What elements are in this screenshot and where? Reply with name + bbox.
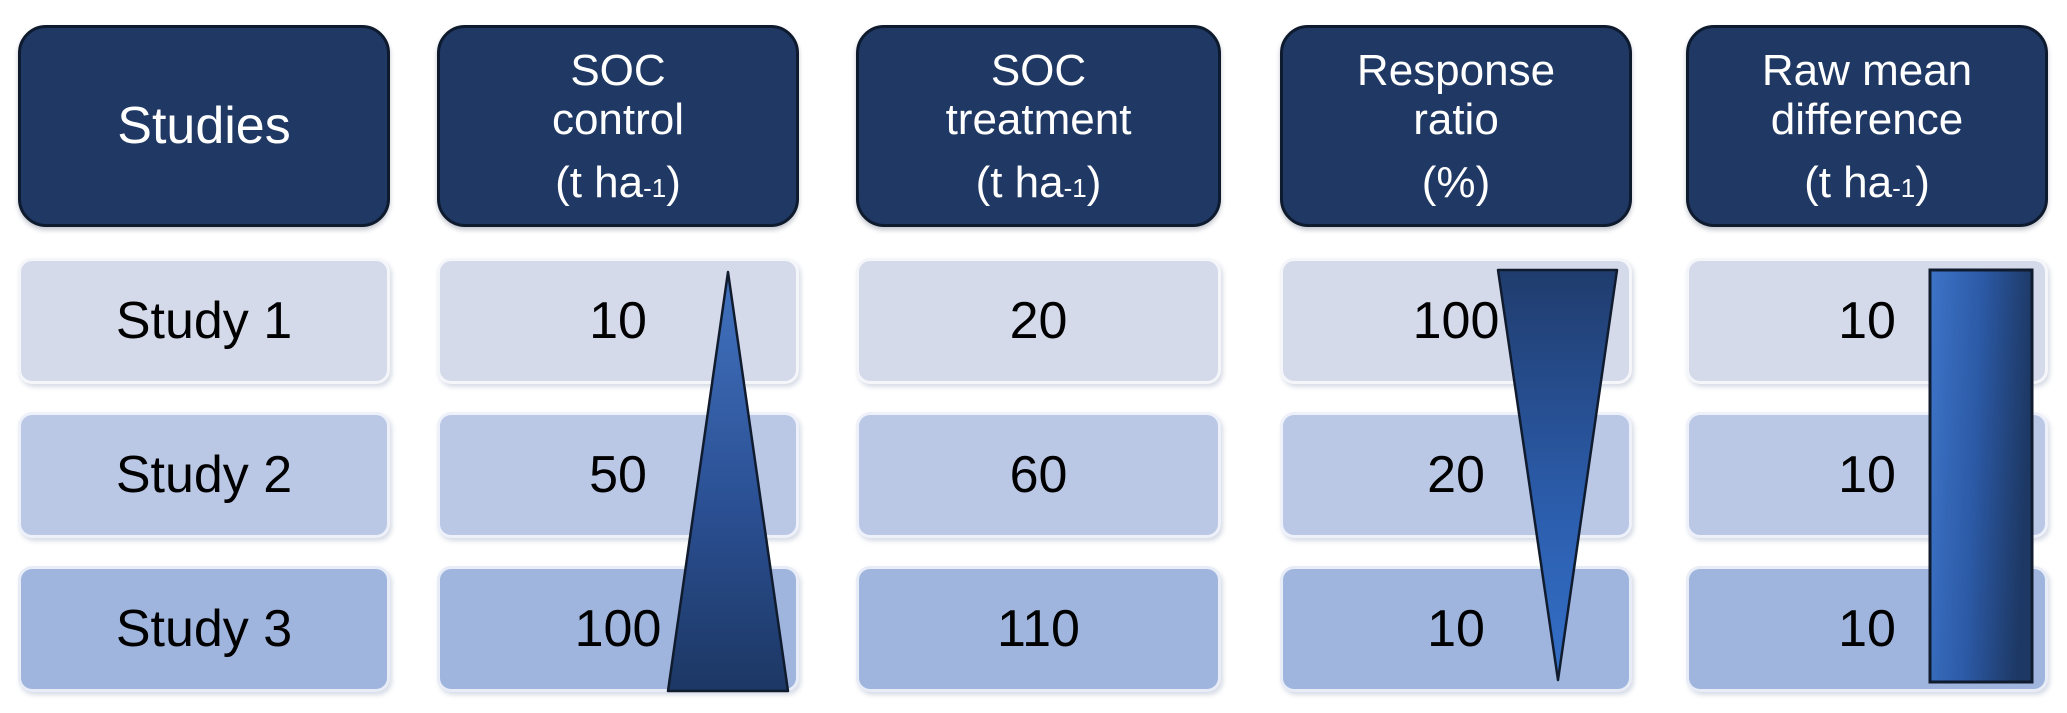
table-cell: 60: [856, 412, 1221, 538]
column-header-soc-treatment: SOC treatment (t ha-1): [856, 25, 1221, 227]
header-unit: (%): [1421, 157, 1491, 207]
table-cell: 10: [1280, 566, 1632, 692]
header-line: Studies: [117, 96, 291, 155]
table-cell: 10: [1686, 258, 2048, 384]
table-cell: 50: [437, 412, 799, 538]
header-line: Response: [1356, 45, 1556, 95]
table-cell: Study 1: [18, 258, 390, 384]
table-cell: Study 2: [18, 412, 390, 538]
table-cell: 20: [1280, 412, 1632, 538]
header-line: Raw mean: [1761, 45, 1973, 95]
column-header-studies: Studies: [18, 25, 390, 227]
table-cell: 110: [856, 566, 1221, 692]
header-line: treatment: [945, 94, 1132, 144]
header-line: SOC: [990, 45, 1087, 95]
table-cell: 10: [1686, 412, 2048, 538]
header-line: SOC: [570, 45, 666, 95]
table-cell: 20: [856, 258, 1221, 384]
header-unit: (t ha-1): [1804, 157, 1930, 207]
table-cell: 100: [1280, 258, 1632, 384]
column-header-response-ratio: Response ratio (%): [1280, 25, 1632, 227]
header-line: difference: [1770, 94, 1964, 144]
header-line: ratio: [1413, 94, 1499, 144]
header-line: control: [551, 94, 685, 144]
column-header-raw-mean-difference: Raw mean difference (t ha-1): [1686, 25, 2048, 227]
table-cell: 100: [437, 566, 799, 692]
header-unit: (t ha-1): [975, 157, 1102, 207]
header-unit: (t ha-1): [555, 157, 681, 207]
table-cell: 10: [1686, 566, 2048, 692]
table-cell: 10: [437, 258, 799, 384]
column-header-soc-control: SOC control (t ha-1): [437, 25, 799, 227]
table-cell: Study 3: [18, 566, 390, 692]
